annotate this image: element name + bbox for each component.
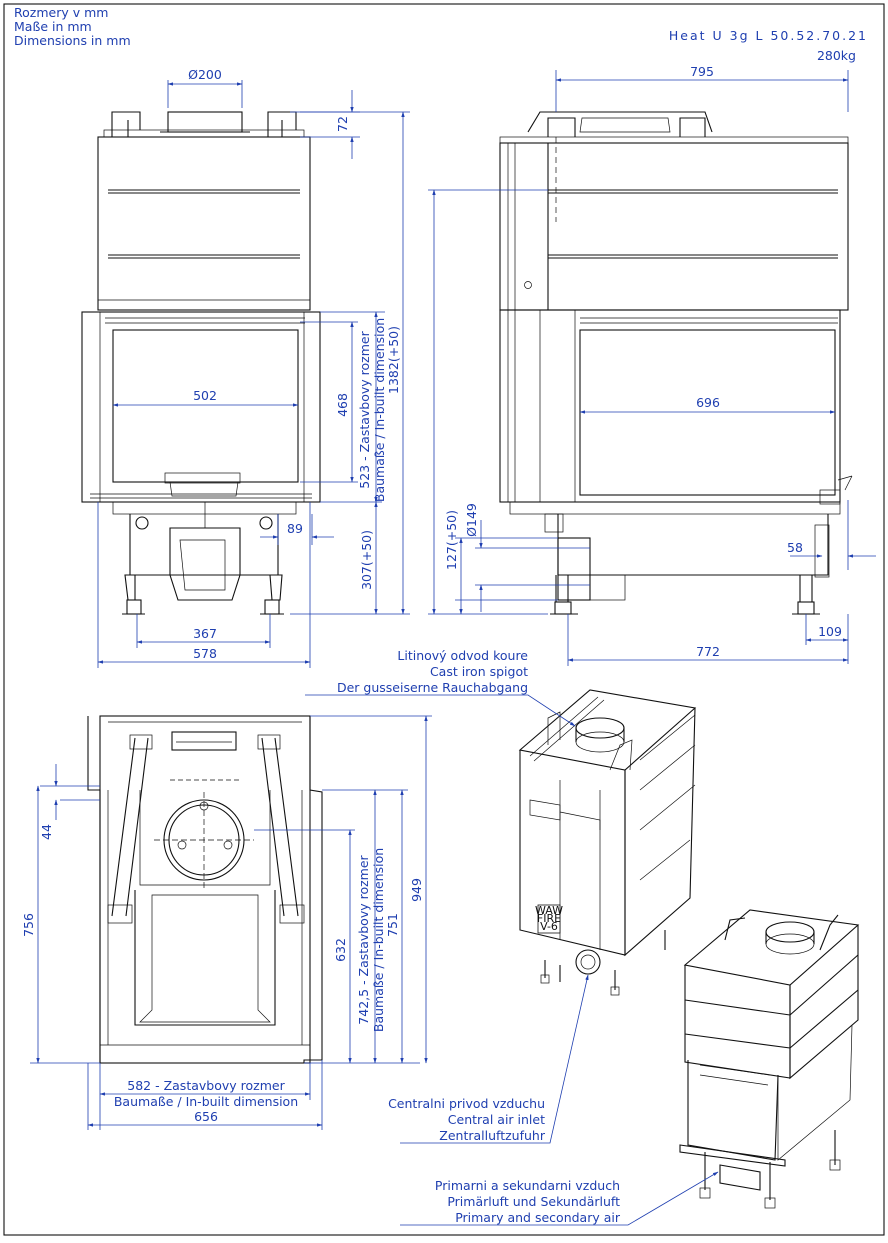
- maker-badge: [537, 904, 561, 934]
- dim-89: 89: [287, 521, 303, 536]
- side-view: 795 696 127(+50) Ø149 58 109 772: [428, 64, 876, 666]
- dim-367: 367: [193, 626, 217, 641]
- dim-795: 795: [690, 64, 714, 79]
- sheet-border: [3, 3, 885, 1236]
- dim-578: 578: [193, 646, 217, 661]
- dim-468: 468: [335, 393, 350, 417]
- dim-742-line2: Baumaße / In-built dimension: [371, 848, 386, 1032]
- dim-756: 756: [21, 913, 36, 937]
- callout-central-air-de: Zentralluftzufuhr: [439, 1128, 546, 1143]
- dim-751: 751: [385, 913, 400, 937]
- dim-949: 949: [409, 878, 424, 902]
- dim-72: 72: [335, 116, 350, 132]
- dim-742-line1: 742,5 - Zastavbovy rozmer: [356, 854, 371, 1024]
- dim-307: 307(+50): [359, 530, 374, 590]
- callout-central-air-cz: Centralni privod vzduchu: [388, 1096, 545, 1111]
- dim-772: 772: [696, 644, 720, 659]
- product-weight: 280kg: [817, 48, 856, 63]
- dim-149: Ø149: [464, 503, 479, 537]
- title-block: Rozmery v mm Maße in mm Dimensions in mm…: [14, 5, 868, 63]
- dim-582-line2: Baumaße / In-built dimension: [114, 1094, 298, 1109]
- dim-656: 656: [194, 1109, 218, 1124]
- plan-view: 44 756 632 742,5 - Zastavbovy rozmer Bau…: [21, 715, 432, 1130]
- units-label-de: Maße in mm: [14, 19, 92, 34]
- dim-502: 502: [193, 388, 217, 403]
- dim-523-line2: Baumaße / In-built dimension: [372, 318, 387, 502]
- callout-spigot-en: Cast iron spigot: [430, 664, 528, 679]
- units-label-cz: Rozmery v mm: [14, 5, 108, 20]
- dim-1382: 1382(+50): [386, 326, 401, 394]
- callout-primary-air: Primarni a sekundarni vzduch Primärluft …: [400, 1171, 719, 1226]
- callout-spigot-cz: Litinový odvod koure: [397, 648, 528, 663]
- callout-central-air: Centralni privod vzduchu Central air inl…: [388, 974, 589, 1144]
- units-label-en: Dimensions in mm: [14, 33, 131, 48]
- front-view: Ø200 72 502 468 523 - Zastavbovy rozmer …: [81, 67, 410, 668]
- dim-44: 44: [39, 824, 54, 840]
- isometric-rear-view: WAW FIRE V-6: [518, 689, 697, 996]
- dim-696: 696: [696, 395, 720, 410]
- callout-central-air-en: Central air inlet: [448, 1112, 545, 1127]
- callout-spigot: Litinový odvod koure Cast iron spigot De…: [305, 648, 576, 727]
- callout-primary-air-de: Primärluft und Sekundärluft: [447, 1194, 620, 1209]
- badge-line-2: FIRE: [537, 912, 561, 925]
- isometric-front-view: [679, 909, 860, 1209]
- dim-58: 58: [787, 540, 803, 555]
- callout-spigot-de: Der gusseiserne Rauchabgang: [337, 680, 528, 695]
- dim-flue-diameter-label: Ø200: [188, 67, 222, 82]
- callout-primary-air-cz: Primarni a sekundarni vzduch: [435, 1178, 620, 1193]
- dim-523-line1: 523 - Zastavbovy rozmer: [357, 330, 372, 488]
- dim-582-line1: 582 - Zastavbovy rozmer: [127, 1078, 285, 1093]
- dim-632: 632: [333, 938, 348, 962]
- callout-primary-air-en: Primary and secondary air: [455, 1210, 621, 1225]
- badge-line-3: V-6: [540, 920, 558, 933]
- badge-line-1: WAW: [535, 904, 563, 917]
- dim-109: 109: [818, 624, 842, 639]
- product-title: Heat U 3g L 50.52.70.21: [669, 28, 868, 43]
- dim-127: 127(+50): [444, 510, 459, 570]
